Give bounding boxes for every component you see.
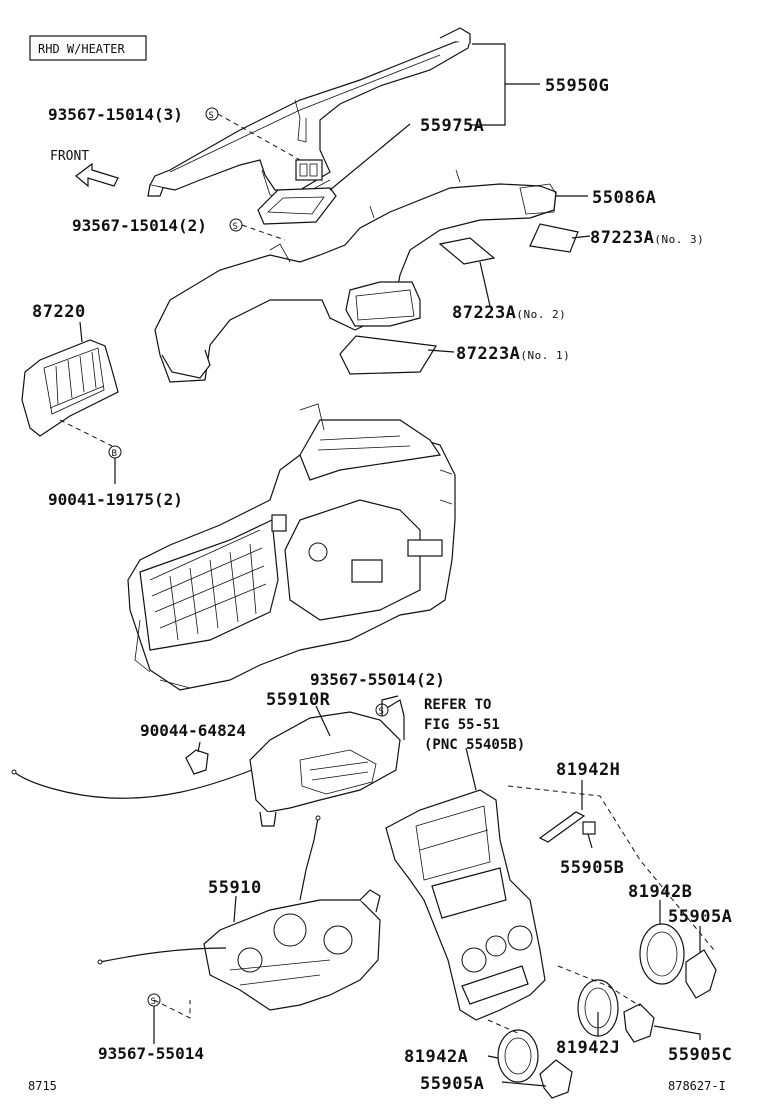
label-55905B: 55905B [560,858,624,878]
refer-line-1: REFER TO [424,697,491,713]
front-arrow-indicator: FRONT [50,149,119,188]
knob-55905A-right [685,949,717,999]
control-cable-upper [13,769,253,799]
svg-text:S: S [379,707,384,717]
label-55910R: 55910R [266,690,331,710]
label-93567-15014-2: 93567-15014(2) [72,216,207,235]
label-55910: 55910 [208,878,262,898]
front-arrow-icon [75,162,119,188]
svg-text:S: S [209,111,214,121]
svg-text:S: S [151,997,156,1007]
label-87220: 87220 [32,302,86,322]
footer-right-code: 878627-I [668,1079,726,1093]
knob-55905A-bottom [539,1059,573,1099]
label-87223A-no3: 87223A(No. 3) [590,228,704,248]
control-assembly-55910R [185,699,405,827]
label-55950G: 55950G [545,76,609,96]
label-90041-19175-2: 90041-19175(2) [48,490,183,509]
footer-left-code: 8715 [28,1079,57,1093]
middle-duct-55086A [154,169,557,383]
knob-55905B [582,821,596,835]
pad-87223A-no2 [438,237,496,265]
knob-55905C [623,1003,655,1043]
clip-mark-b: B [108,445,122,459]
label-93567-55014-2: 93567-55014(2) [310,670,445,689]
label-55086A: 55086A [592,188,656,208]
center-cluster-panel [385,789,546,1021]
label-81942B: 81942B [628,882,692,902]
label-90044-64824: 90044-64824 [140,721,246,740]
label-55975A: 55975A [420,116,484,136]
label-87223A-no2: 87223A(No. 2) [452,303,566,323]
refer-line-2: FIG 55-51 [424,717,500,733]
pad-87223A-no1 [339,335,437,375]
variant-box: RHD W/HEATER [29,35,147,61]
leader-lines [59,43,715,1087]
upper-duct-55950G [147,27,471,197]
variant-box-text: RHD W/HEATER [38,42,125,56]
control-assembly-55910 [203,815,381,1011]
side-vent-87220 [21,339,119,437]
clip-mark-s-2: S [229,218,243,232]
label-55905A-right: 55905A [668,907,732,927]
label-81942A: 81942A [404,1047,468,1067]
label-55905C: 55905C [668,1045,732,1065]
front-label: FRONT [50,149,89,164]
clip-90044-64824 [185,749,209,775]
pad-87223A-no3 [529,223,579,253]
label-87223A-no1: 87223A(No. 1) [456,344,570,364]
ring-81942A [497,1029,539,1083]
svg-text:B: B [112,449,117,459]
bezel-81942H [538,811,586,843]
refer-line-3: (PNC 55405B) [424,737,525,753]
svg-text:S: S [233,222,238,232]
heater-unit-assembly [127,403,456,691]
label-93567-55014: 93567-55014 [98,1044,204,1063]
control-cable-lower [99,947,227,963]
label-81942H: 81942H [556,760,620,780]
clip-mark-s-1: S [205,107,219,121]
control-cable-vertical [299,817,319,901]
label-55905A-bottom: 55905A [420,1074,484,1094]
label-93567-15014-3: 93567-15014(3) [48,105,183,124]
label-81942J: 81942J [556,1038,620,1058]
